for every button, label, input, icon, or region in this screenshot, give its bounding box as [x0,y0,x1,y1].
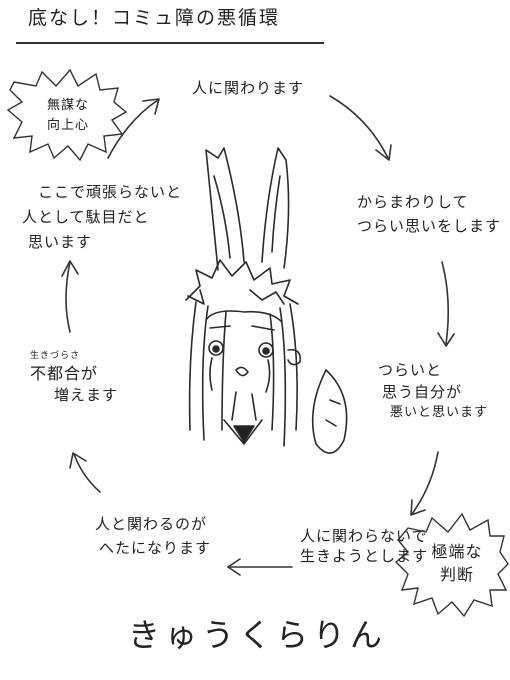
arrowhead-2 [437,332,455,347]
arrow-right-down [329,95,389,159]
burst-line: 判断 [439,565,474,585]
cycle-step-worse-at-relating: 人と関わるのが へたになります [95,512,211,560]
step-line: からまわりして [357,193,469,211]
step-line: ここで頑張らないと [38,183,183,201]
arrowhead-6 [61,260,79,277]
step-line: つらいと [378,361,443,379]
step-line: 思う自分が [382,382,463,401]
arrowhead-3 [410,499,426,516]
signature-text: きゅうくらりん [128,616,388,654]
step-line: 人と関わるのが [95,515,208,533]
arrow-right-down-2 [441,261,450,345]
burst-extreme-judgment: 極端な 判断 [410,540,504,586]
step-line: 人として駄目だと [22,207,150,226]
arrowhead-4 [227,558,241,576]
step-line: 人に関わらないで [300,527,428,545]
step-line: 不都合が [30,364,99,384]
burst-line: 無謀な [46,98,89,113]
burst-bottom-right [394,512,509,618]
burst-top-left [6,68,128,162]
step-line: つらい思いをします [357,217,502,235]
burst-reckless-ambition: 無謀な 向上心 [20,96,116,135]
page-title: 底なし！コミュ障の悪循環 [28,7,281,29]
step-line: 思います [28,232,93,251]
arrow-bottom-right [411,451,439,515]
arrow-left-up-2 [65,261,71,333]
cycle-step-must-try: ここで頑張らないと 人として駄目だと 思います [22,180,182,254]
step-line: 悪いと思います [390,404,489,420]
burst-line: 向上心 [46,117,89,133]
step-line: へたになります [99,539,212,557]
arrowhead-5 [69,452,87,469]
cycle-step-inconvenience: 生きづらさ 不都合が 増えます [30,350,118,405]
cycle-step-painful: からまわりして つらい思いをします [357,190,501,238]
ruby-annotation: 生きづらさ [30,351,81,361]
arrow-left-up [73,453,101,493]
fox-girl-sketch [185,147,348,454]
arrowhead-7 [142,98,160,115]
step-line: 増えます [54,385,119,404]
title-underline [16,42,324,44]
cycle-step-self-blame: つらいと 思う自分が 悪いと思います [378,360,488,422]
arrow-top-left [107,99,159,159]
burst-line: 極端な [431,542,483,561]
cycle-step-engage: 人に関わります [192,79,305,97]
cycle-step-avoid: 人に関わらないで 生きようとします [300,526,428,567]
step-line: 生きようとします [300,547,429,566]
arrowhead-1 [375,144,392,161]
